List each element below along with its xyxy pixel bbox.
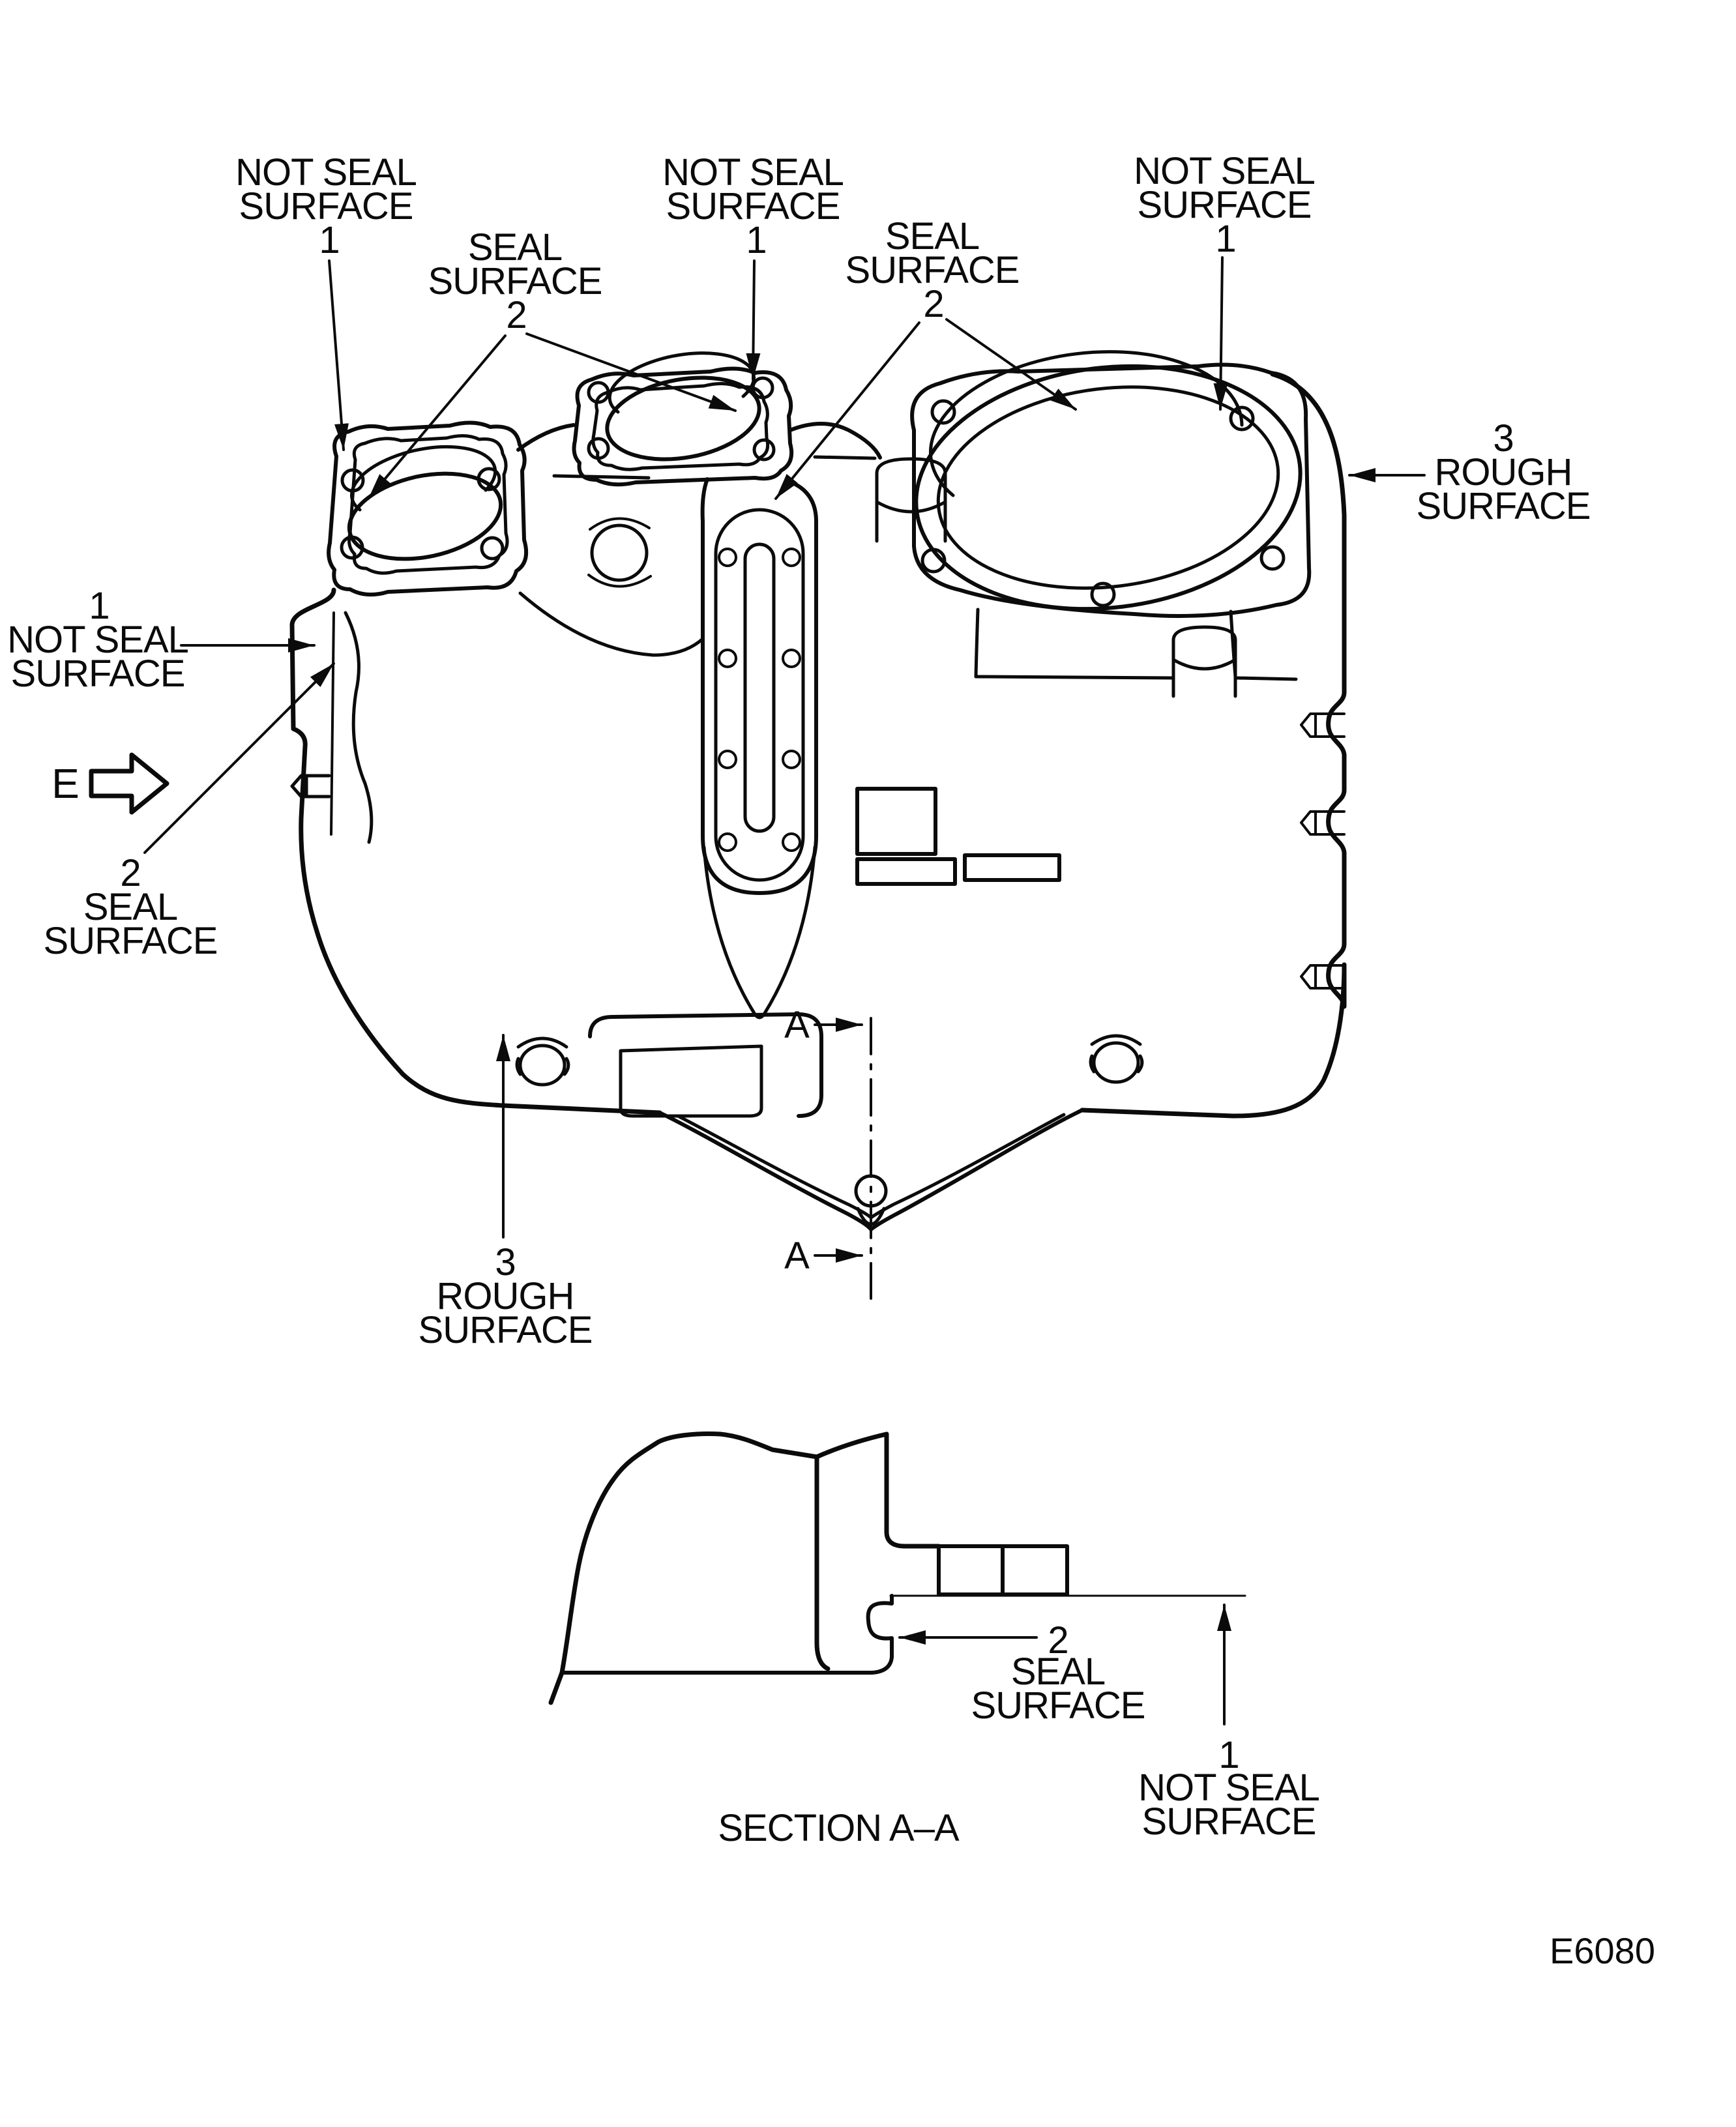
left-flange-opening [327, 420, 528, 597]
callout-text: ROUGH [437, 1275, 574, 1317]
callout-ref-number: 1 [1218, 1734, 1239, 1776]
figure-id-code: E6080 [1550, 1930, 1655, 1971]
callout-top-right-not-seal: NOT SEAL SURFACE 1 [1134, 150, 1316, 260]
callout-ref-number: 2 [120, 852, 140, 894]
case-detail-features [290, 457, 1346, 1118]
cut-marker-bottom: A [784, 1235, 810, 1277]
section-aa-drawing [548, 1431, 1246, 1705]
callout-section-seal: 2 SEAL SURFACE [971, 1619, 1146, 1727]
leader-top-right-not-seal [1213, 256, 1228, 411]
callout-text: SURFACE [239, 185, 413, 227]
callout-ref-number: 2 [506, 294, 526, 336]
callout-text: SURFACE [971, 1684, 1145, 1727]
callout-ref-number: 2 [1048, 1619, 1068, 1662]
callout-ref-number: 3 [495, 1241, 515, 1284]
callout-text: SURFACE [666, 185, 840, 227]
callout-top-left-seal: SEAL SURFACE 2 [428, 226, 603, 336]
callout-text: SURFACE [1142, 1800, 1316, 1843]
callout-ref-number: 2 [923, 283, 943, 325]
callout-bottom-rough: 3 ROUGH SURFACE [419, 1241, 593, 1351]
callout-text: SURFACE [428, 260, 602, 302]
leader-top-center-not-seal [746, 259, 761, 381]
leader-left-seal [143, 662, 335, 854]
leader-arrows [89, 256, 1426, 1725]
center-flange-opening [572, 351, 794, 487]
cut-marker-top: A [784, 1004, 810, 1046]
callout-text: SEAL [83, 886, 177, 928]
callout-ref-number: 1 [1215, 218, 1235, 260]
callout-text: NOT SEAL [235, 151, 417, 194]
callout-text: SURFACE [1138, 184, 1312, 226]
view-direction-label: E [51, 760, 79, 807]
callout-text: NOT SEAL [1138, 1767, 1319, 1809]
callout-top-left-not-seal: NOT SEAL SURFACE 1 [235, 151, 417, 261]
section-caption: SECTION A–A [718, 1807, 960, 1849]
callout-left-seal: 2 SEAL SURFACE [44, 852, 218, 962]
leader-top-center-seal-a [774, 321, 920, 500]
callout-ref-number: 1 [89, 585, 109, 627]
view-direction-indicator: E [51, 760, 80, 807]
large-oval-opening [910, 350, 1312, 618]
callout-text: SEAL [1011, 1650, 1105, 1693]
leader-top-left-not-seal [328, 259, 349, 451]
callout-top-center-not-seal: NOT SEAL SURFACE 1 [662, 151, 844, 261]
callout-text: NOT SEAL [7, 619, 188, 661]
callout-text: ROUGH [1435, 451, 1572, 493]
callout-text: SURFACE [44, 920, 218, 962]
callout-section-not-seal: 1 NOT SEAL SURFACE [1138, 1734, 1320, 1843]
obround-slot-boss [700, 477, 818, 1019]
callout-text: NOT SEAL [1134, 150, 1315, 192]
callout-top-center-seal: SEAL SURFACE 2 [846, 215, 1020, 325]
callout-ref-number: 1 [319, 219, 339, 261]
leader-top-left-seal-b [525, 332, 737, 412]
callout-ref-number: 1 [746, 219, 766, 261]
callout-text: SURFACE [1417, 485, 1591, 527]
callout-text: SURFACE [846, 249, 1020, 291]
leader-top-left-seal-a [367, 334, 507, 500]
section-cut-markers: A A [784, 1004, 810, 1277]
view-direction-block-arrow-icon [89, 752, 169, 815]
leader-top-center-seal-b [945, 318, 1077, 411]
callout-ref-number: 3 [1493, 417, 1513, 460]
callout-text: SURFACE [419, 1309, 593, 1351]
transaxle-case-drawing [289, 350, 1347, 1231]
callout-text: SEAL [468, 226, 562, 269]
callout-left-not-seal: 1 NOT SEAL SURFACE [7, 585, 189, 695]
callout-text: SEAL [885, 215, 979, 257]
callout-right-rough: 3 ROUGH SURFACE [1417, 417, 1591, 527]
callout-text: SURFACE [11, 653, 185, 695]
callout-text: NOT SEAL [662, 151, 844, 194]
